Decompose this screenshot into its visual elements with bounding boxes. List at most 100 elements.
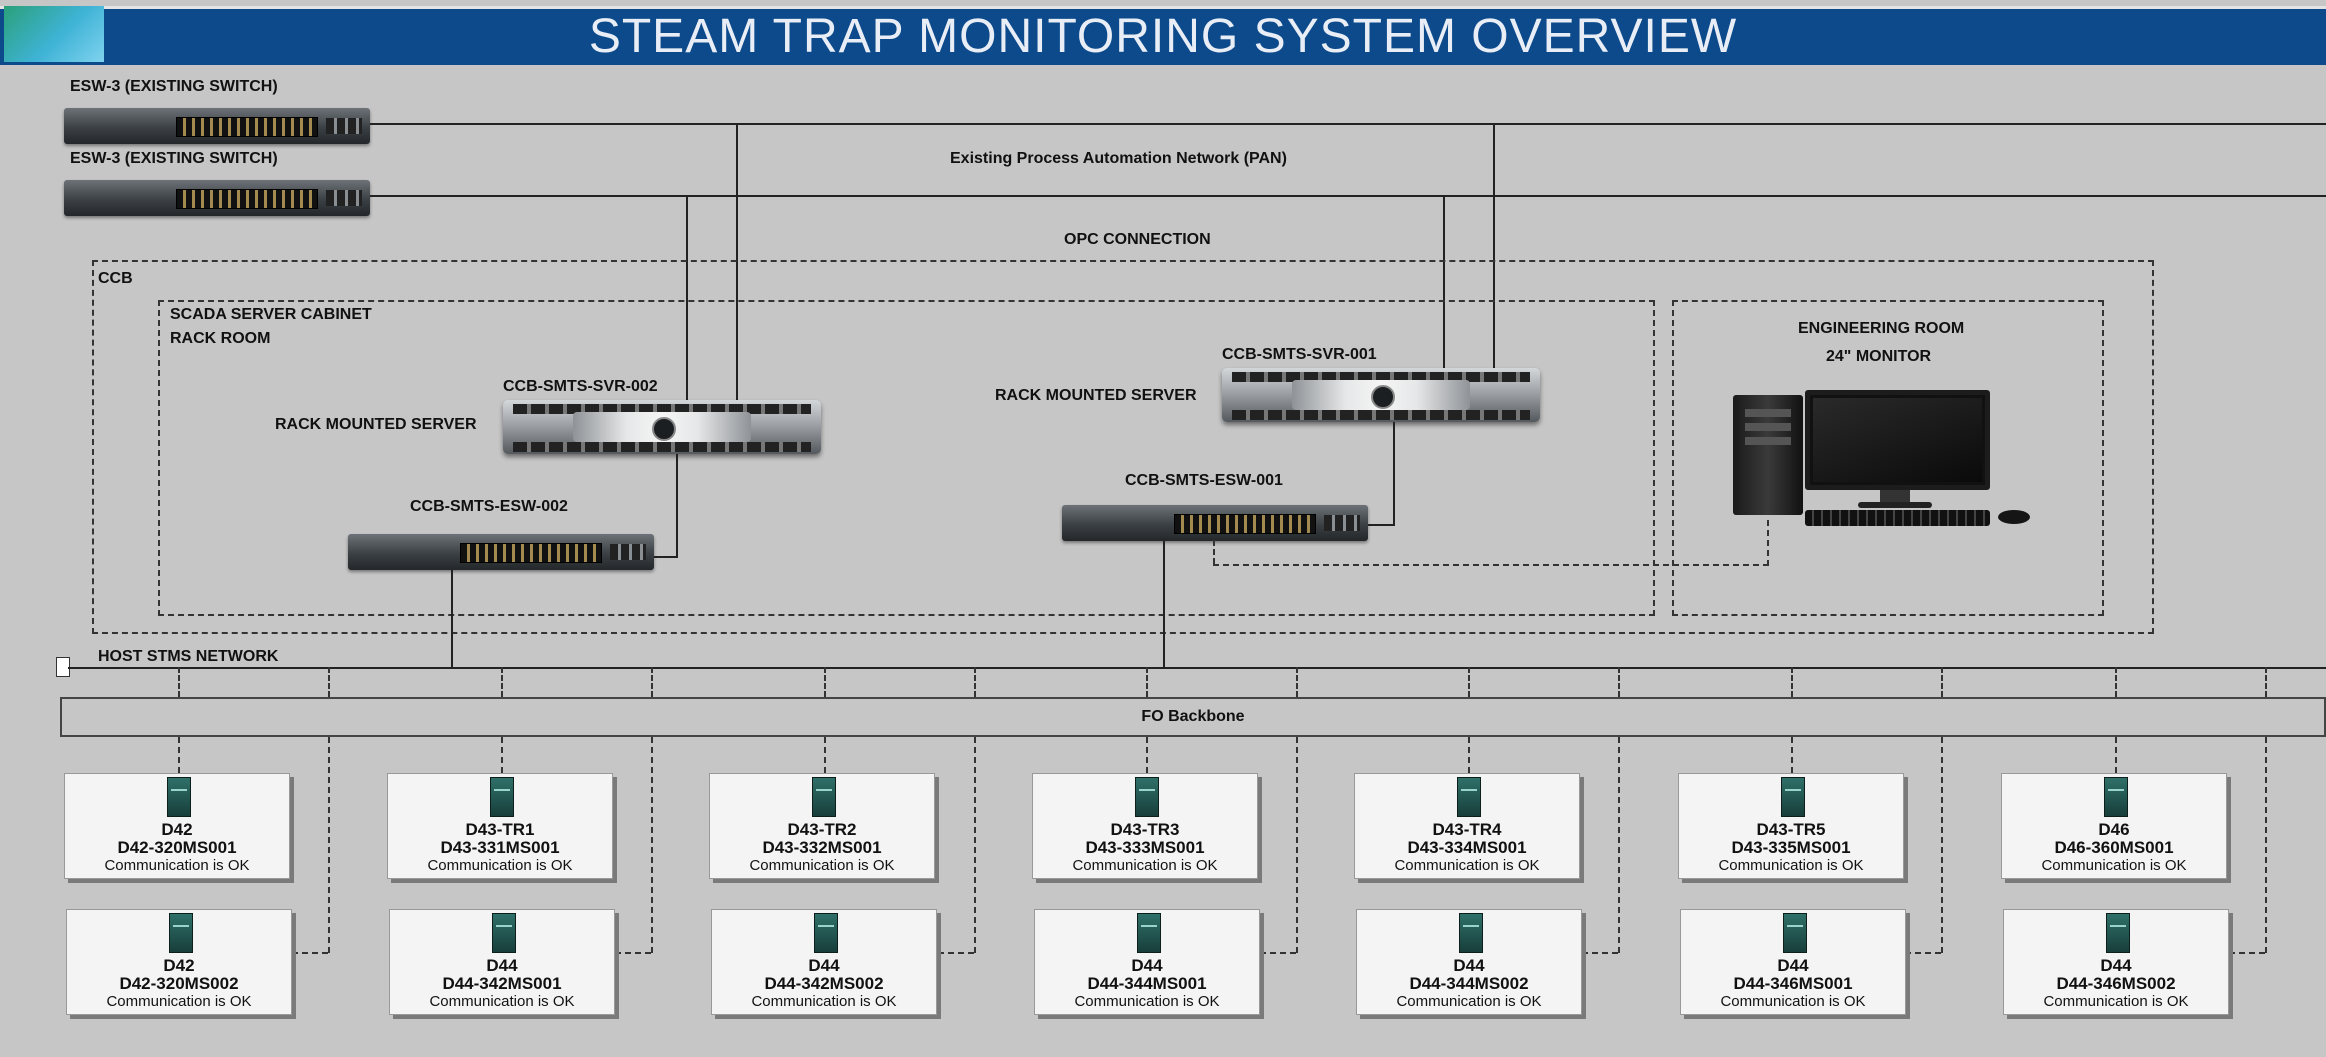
- server-002-name: CCB-SMTS-SVR-002: [503, 378, 658, 395]
- transmitter-icon: [169, 913, 193, 953]
- station-status: Communication is OK: [2041, 857, 2187, 874]
- station-drop-line: [1468, 737, 1470, 773]
- uplink-line: [1443, 195, 1445, 368]
- station-area: D43-TR2: [787, 820, 857, 839]
- uplink-line: [1493, 123, 1495, 368]
- monitor-icon[interactable]: [1805, 390, 1990, 490]
- fo-backbone: [60, 697, 2326, 737]
- station-drop-line: [1618, 737, 1620, 953]
- switch-002-name: CCB-SMTS-ESW-002: [410, 498, 568, 515]
- station-drop-line: [501, 667, 503, 697]
- switch-esw3-top-label: ESW-3 (EXISTING SWITCH): [70, 78, 278, 95]
- rack-server-icon[interactable]: [1222, 368, 1540, 422]
- station-status: Communication is OK: [1074, 993, 1220, 1010]
- opc-connection-label: OPC CONNECTION: [1064, 231, 1211, 248]
- station-tag: D44-346MS002: [2056, 974, 2176, 993]
- station-status: Communication is OK: [749, 857, 895, 874]
- link-line: [1163, 541, 1165, 668]
- cabinet-label: SCADA SERVER CABINET: [170, 306, 372, 323]
- transmitter-icon: [1135, 777, 1159, 817]
- station-area: D44: [486, 956, 518, 975]
- transmitter-icon: [1783, 913, 1807, 953]
- engineering-room-label: ENGINEERING ROOM: [1798, 320, 1965, 337]
- station-status: Communication is OK: [1072, 857, 1218, 874]
- station-tag: D44-344MS002: [1409, 974, 1529, 993]
- station-tag: D43-335MS001: [1731, 838, 1851, 857]
- station-tag: D44-346MS001: [1733, 974, 1853, 993]
- station-status: Communication is OK: [1394, 857, 1540, 874]
- switch-001-name: CCB-SMTS-ESW-001: [1125, 472, 1283, 489]
- station-tag: D44-342MS001: [442, 974, 562, 993]
- host-network-line: [68, 667, 2326, 669]
- station-drop-line: [328, 667, 330, 697]
- link-line: [676, 454, 678, 558]
- transmitter-icon: [814, 913, 838, 953]
- station-drop-line: [651, 667, 653, 697]
- transmitter-icon: [1781, 777, 1805, 817]
- station-area: D42: [161, 820, 193, 839]
- station-drop-line: [1582, 952, 1618, 954]
- station-tag: D42-320MS001: [117, 838, 237, 857]
- station-drop-line: [2229, 952, 2265, 954]
- station-area: D44: [1453, 956, 1485, 975]
- title-bar: [0, 6, 2326, 65]
- station-tag: D44-344MS001: [1087, 974, 1207, 993]
- station-status: Communication is OK: [106, 993, 252, 1010]
- rack-room-label: RACK ROOM: [170, 330, 271, 347]
- station-drop-line: [1296, 667, 1298, 697]
- network-switch-icon[interactable]: [1062, 505, 1368, 541]
- link-line: [654, 556, 678, 558]
- server-001-name: CCB-SMTS-SVR-001: [1222, 346, 1377, 363]
- transmitter-icon: [1457, 777, 1481, 817]
- station-drop-line: [292, 952, 328, 954]
- station-area: D44: [808, 956, 840, 975]
- transmitter-icon: [2106, 913, 2130, 953]
- engineering-link-line: [1213, 564, 1769, 566]
- station-area: D43-TR5: [1756, 820, 1826, 839]
- station-status: Communication is OK: [429, 993, 575, 1010]
- monitor-label: 24" MONITOR: [1826, 348, 1932, 365]
- company-logo-icon: [4, 6, 104, 62]
- station-tag: D43-331MS001: [440, 838, 560, 857]
- monitor-stand-base: [1858, 502, 1932, 508]
- fo-backbone-label: FO Backbone: [1141, 708, 1245, 725]
- mouse-icon: [1998, 510, 2030, 524]
- station-area: D44: [2100, 956, 2132, 975]
- network-switch-icon[interactable]: [64, 108, 370, 144]
- station-tag: D43-334MS001: [1407, 838, 1527, 857]
- station-area: D43-TR3: [1110, 820, 1180, 839]
- station-drop-line: [501, 737, 503, 773]
- link-line: [1393, 422, 1395, 526]
- station-drop-line: [1146, 667, 1148, 697]
- transmitter-icon: [812, 777, 836, 817]
- server-002-type: RACK MOUNTED SERVER: [275, 416, 477, 433]
- station-tag: D46-360MS001: [2054, 838, 2174, 857]
- network-switch-icon[interactable]: [348, 534, 654, 570]
- station-drop-line: [1260, 952, 1296, 954]
- station-area: D43-TR1: [465, 820, 535, 839]
- workstation-tower-icon[interactable]: [1733, 395, 1803, 515]
- rack-server-icon[interactable]: [503, 400, 821, 454]
- transmitter-icon: [1459, 913, 1483, 953]
- network-switch-icon[interactable]: [64, 180, 370, 216]
- keyboard-icon: [1805, 510, 1990, 526]
- station-drop-line: [651, 737, 653, 953]
- station-drop-line: [2115, 737, 2117, 773]
- uplink-line: [686, 195, 688, 401]
- station-drop-line: [328, 737, 330, 953]
